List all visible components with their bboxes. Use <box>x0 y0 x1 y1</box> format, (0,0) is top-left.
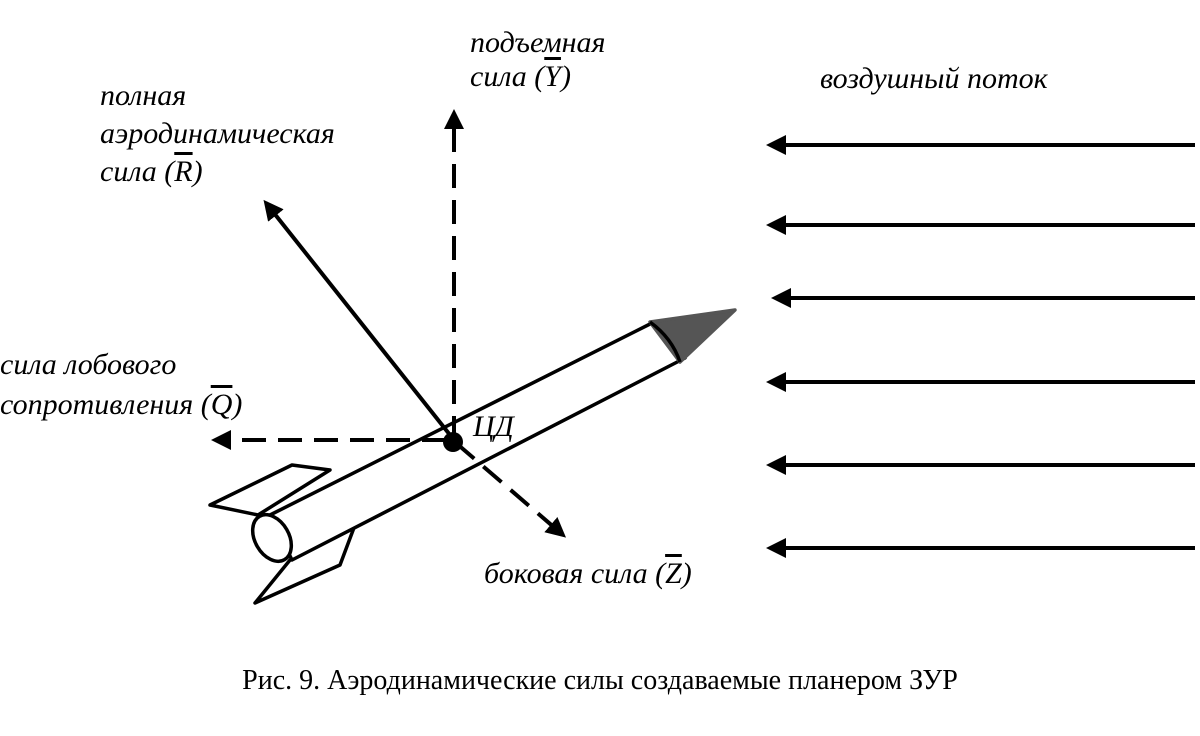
drag-label-line2: сопротивления (Q) <box>0 388 243 421</box>
total-force-label: полная аэродинамическая сила (R) <box>100 77 335 191</box>
lift-symbol: Y <box>544 60 561 93</box>
total-force-vector <box>263 199 456 442</box>
rocket-nose <box>648 308 737 364</box>
lift-label-line1: подъемная <box>470 26 606 59</box>
total-force-label-line1: полная <box>100 79 187 112</box>
drag-symbol: Q <box>210 388 233 421</box>
drag-label-line1: сила лобового <box>0 348 177 381</box>
total-force-label-line2: аэродинамическая <box>100 117 335 150</box>
center-of-pressure-label: ЦД <box>473 410 514 443</box>
total-force-symbol: R <box>174 155 193 188</box>
force-vectors <box>211 109 567 538</box>
side-force-label: боковая сила (Z) <box>484 557 692 590</box>
side-force-vector <box>454 441 567 538</box>
center-of-pressure-point <box>443 432 463 452</box>
rocket-nose-edge <box>648 320 682 363</box>
drag-label: сила лобового сопротивления (Q) <box>0 345 242 425</box>
lift-label-line2: сила (Y) <box>470 60 571 93</box>
lift-label: подъемная сила (Y) <box>470 26 606 94</box>
airflow-arrows <box>766 135 1195 558</box>
total-force-label-line3: сила (R) <box>100 155 203 188</box>
side-force-symbol: Z <box>665 557 682 590</box>
airflow-label: воздушный поток <box>820 62 1048 95</box>
figure-caption: Рис. 9. Аэродинамические силы создаваемы… <box>242 665 958 696</box>
rocket <box>208 308 737 605</box>
rocket-tail <box>250 512 294 564</box>
rocket-fin-upper <box>208 463 332 517</box>
